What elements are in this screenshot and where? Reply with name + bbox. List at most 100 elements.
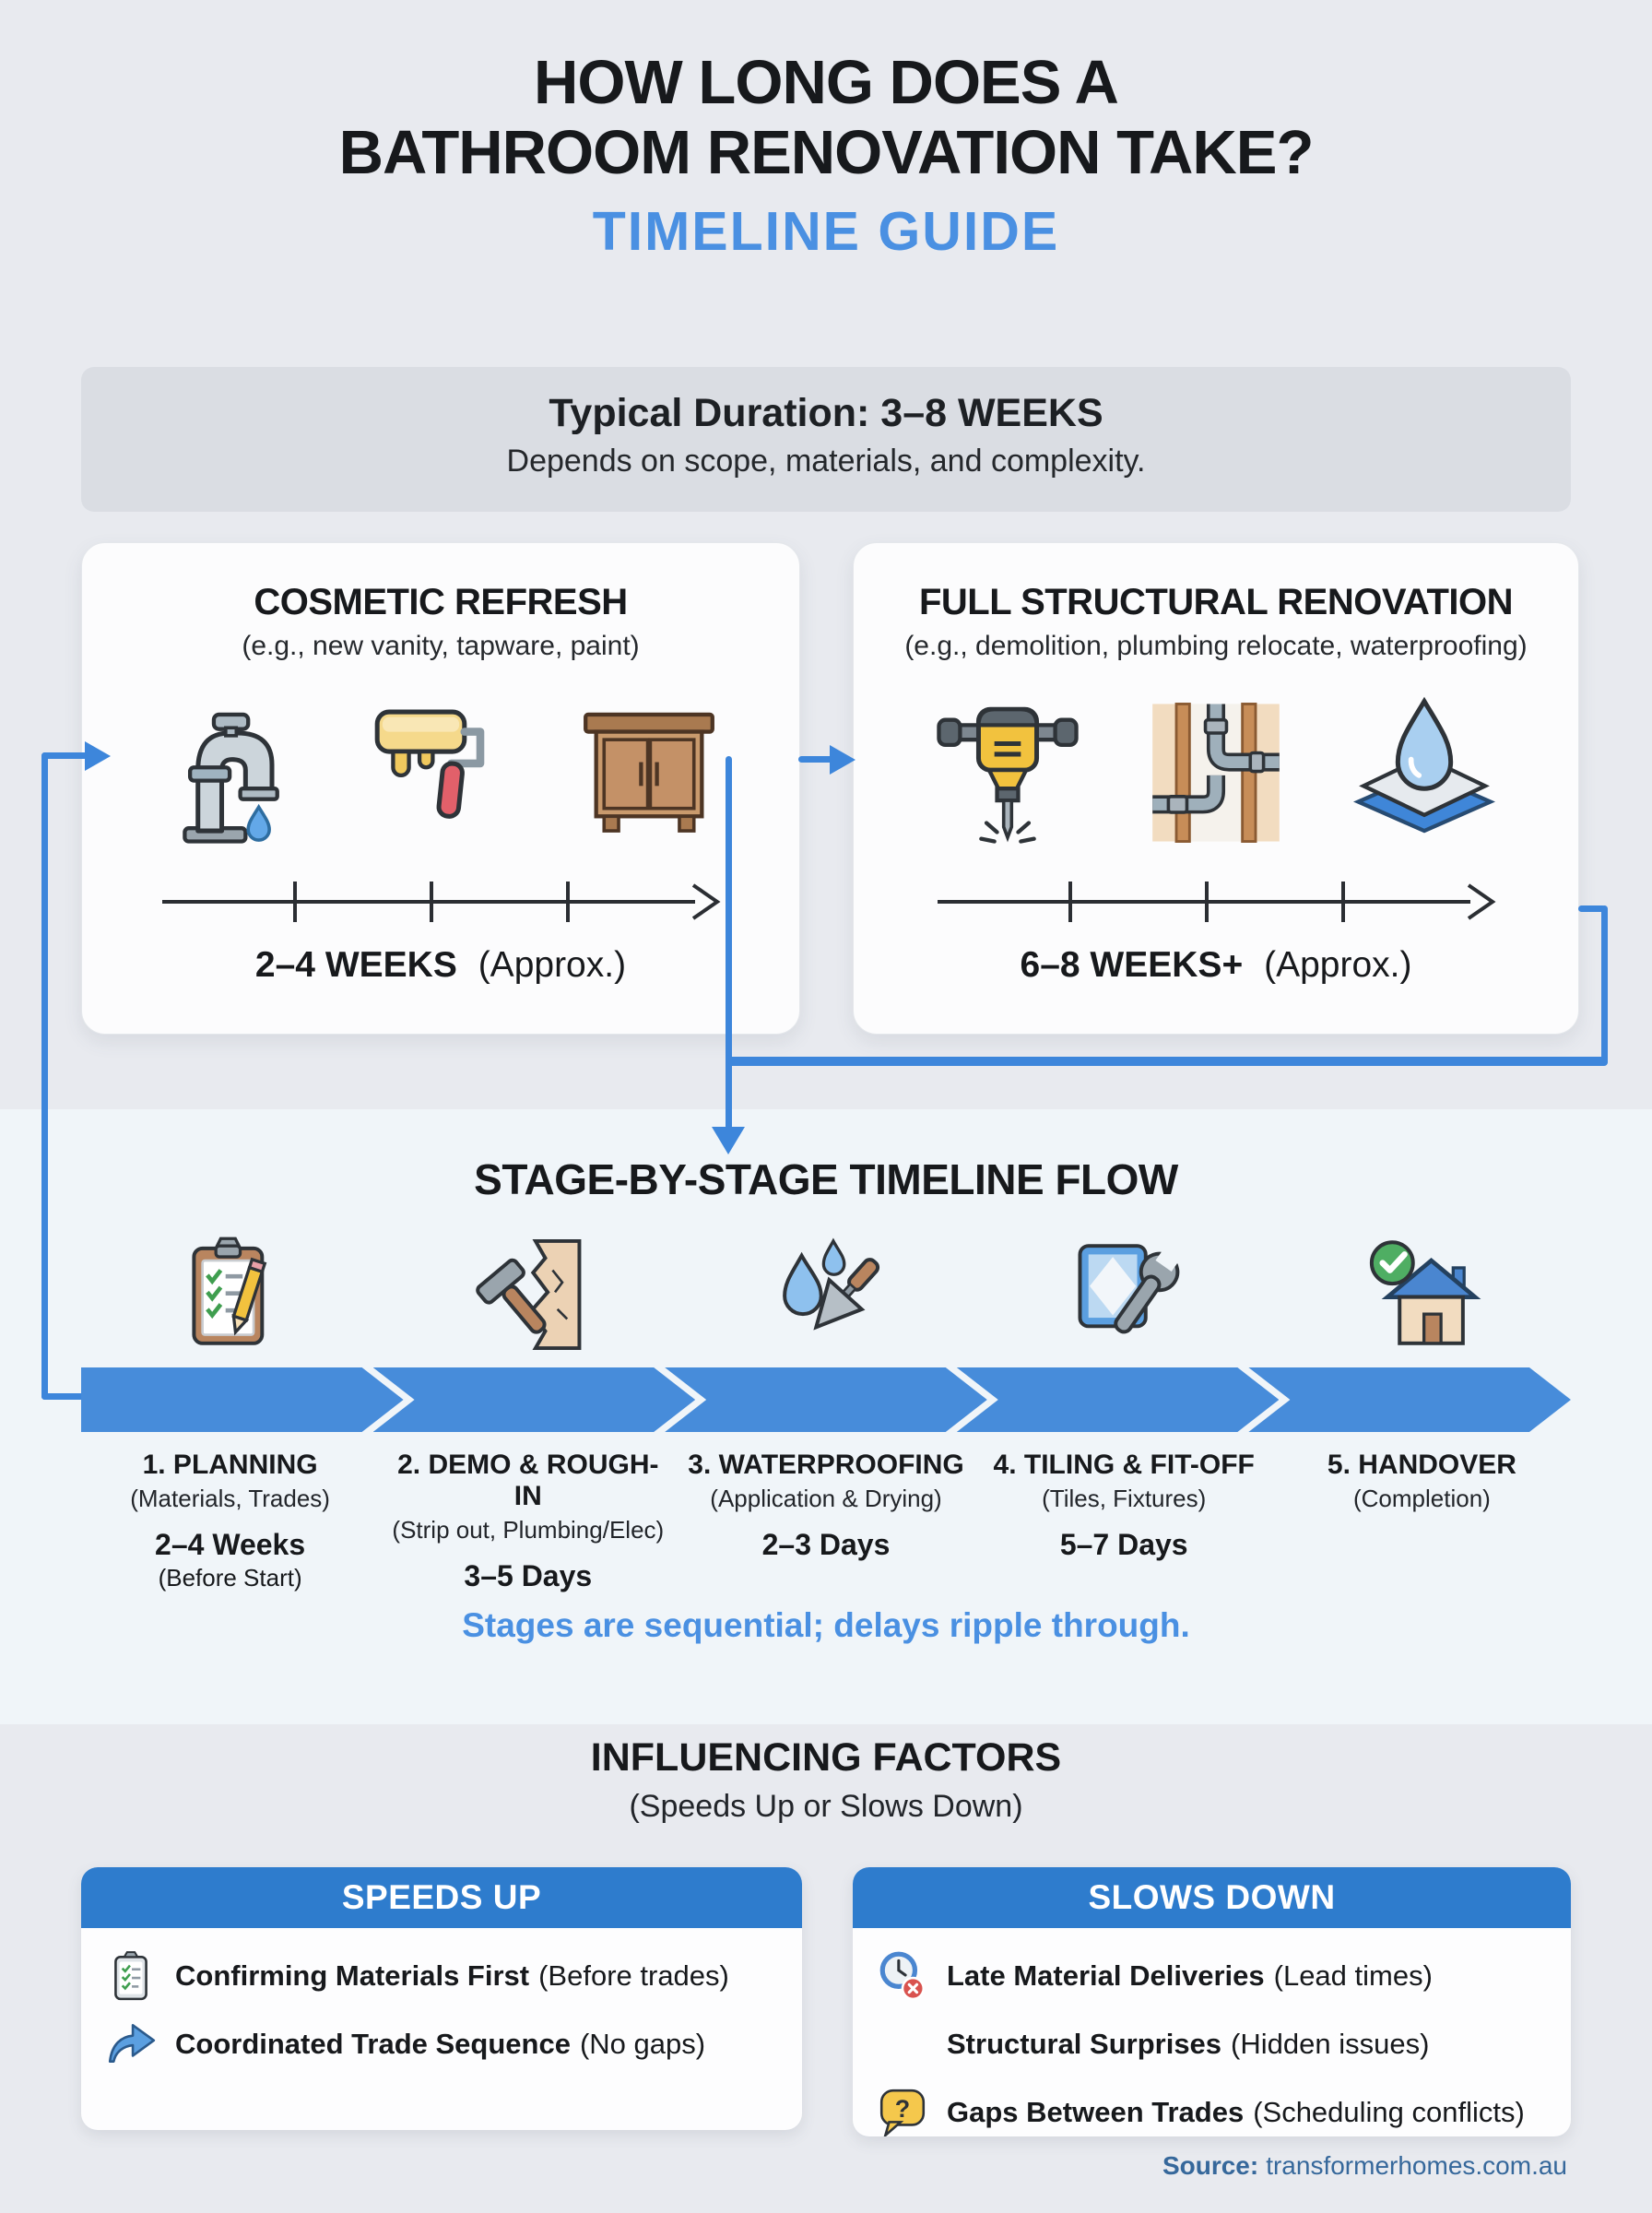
page-title-line1: HOW LONG DOES A <box>534 48 1119 117</box>
factor-item-text: Structural Surprises(Hidden issues) <box>947 2028 1430 2060</box>
stage-label-demo: 2. DEMO & ROUGH-IN (Strip out, Plumbing/… <box>379 1450 677 1593</box>
cosmetic-duration: 2–4 WEEKS (Approx.) <box>82 945 799 986</box>
waterproofing-trowel-icon <box>783 1237 880 1331</box>
cosmetic-duration-note: (Approx.) <box>478 945 627 985</box>
flow-connector-center-vertical <box>726 756 732 1130</box>
stage-detail: (Strip out, Plumbing/Elec) <box>392 1516 665 1544</box>
cosmetic-refresh-card: COSMETIC REFRESH (e.g., new vanity, tapw… <box>81 542 800 1035</box>
factor-item-structural-surprises: Structural Surprises(Hidden issues) <box>875 2015 1549 2074</box>
stage-label-planning: 1. PLANNING (Materials, Trades) 2–4 Week… <box>81 1450 379 1593</box>
flow-connector-right-vertical <box>1601 905 1608 1065</box>
cosmetic-card-title: COSMETIC REFRESH <box>254 582 628 622</box>
header: HOW LONG DOES A BATHROOM RENOVATION TAKE… <box>0 48 1652 263</box>
flow-arrow-into-cosmetic <box>85 741 111 771</box>
jackhammer-icon <box>937 706 1079 844</box>
page-subtitle: TIMELINE GUIDE <box>592 200 1060 262</box>
factor-item-late-deliveries: Late Material Deliveries(Lead times) <box>875 1947 1549 2006</box>
speeds-up-card: SPEEDS UP Confirming Materials First(B <box>81 1867 802 2130</box>
vanity-cabinet-icon <box>584 712 714 833</box>
structural-card-subtitle: (e.g., demolition, plumbing relocate, wa… <box>904 631 1528 661</box>
cosmetic-duration-value: 2–4 WEEKS <box>254 945 457 985</box>
stage-note: (Before Start) <box>158 1564 302 1592</box>
slows-down-items: Late Material Deliveries(Lead times) Str… <box>853 1928 1571 2136</box>
faucet-icon <box>183 712 279 844</box>
flow-arrow-into-structural <box>830 745 856 775</box>
chevron-stage-5 <box>1248 1367 1571 1432</box>
stage-label-handover: 5. HANDOVER (Completion) <box>1273 1450 1571 1593</box>
stage-duration: 2–4 Weeks <box>155 1528 306 1561</box>
flow-arrow-down-to-stages <box>712 1127 745 1154</box>
factor-item-coordinated-trades: Coordinated Trade Sequence(No gaps) <box>103 2015 780 2074</box>
stage-flow-heading: STAGE-BY-STAGE TIMELINE FLOW <box>474 1155 1178 1203</box>
clipboard-checklist-icon <box>192 1237 266 1345</box>
stage-detail: (Tiles, Fixtures) <box>1042 1485 1207 1512</box>
chevron-stage-4 <box>957 1367 1280 1432</box>
spacer <box>875 2017 930 2072</box>
stage-icon-waterproofing <box>677 1225 974 1355</box>
stage-chevron-band <box>81 1367 1571 1432</box>
duration-banner: Typical Duration: 3–8 WEEKS Depends on s… <box>81 367 1571 512</box>
flow-connector-left-vertical <box>41 752 48 1400</box>
flow-connector-wrap-horizontal <box>728 1057 1608 1066</box>
stage-name: 3. WATERPROOFING <box>688 1450 964 1480</box>
chevron-stage-1 <box>81 1367 404 1432</box>
page-title-line2: BATHROOM RENOVATION TAKE? <box>338 118 1315 188</box>
stage-duration: 5–7 Days <box>1059 1528 1188 1561</box>
cosmetic-card-subtitle: (e.g., new vanity, tapware, paint) <box>242 631 640 661</box>
slows-down-card: SLOWS DOWN Late Material Deliveries(Lead… <box>853 1867 1571 2136</box>
structural-timeline-axis <box>854 872 1578 936</box>
stage-icon-demo <box>379 1225 677 1355</box>
speeds-up-items: Confirming Materials First(Before trades… <box>81 1928 802 2083</box>
page-title: HOW LONG DOES A BATHROOM RENOVATION TAKE… <box>0 48 1652 189</box>
structural-duration: 6–8 WEEKS+ (Approx.) <box>854 945 1578 986</box>
structural-duration-note: (Approx.) <box>1264 945 1412 985</box>
source-value: transformerhomes.com.au <box>1266 2151 1567 2180</box>
stage-icon-planning <box>81 1225 379 1355</box>
svg-text:?: ? <box>895 2095 910 2123</box>
factor-item-confirm-materials: Confirming Materials First(Before trades… <box>103 1947 780 2006</box>
speeds-up-header: SPEEDS UP <box>81 1867 802 1928</box>
stage-detail: (Application & Drying) <box>710 1485 942 1512</box>
factors-subheading: (Speeds Up or Slows Down) <box>629 1789 1023 1824</box>
paint-roller-icon <box>374 709 485 819</box>
tile-wrench-icon <box>1078 1244 1184 1334</box>
late-clock-icon <box>875 1948 930 2004</box>
stage-flow-footnote: Stages are sequential; delays ripple thr… <box>462 1606 1190 1644</box>
stage-label-waterproofing: 3. WATERPROOFING (Application & Drying) … <box>677 1450 974 1593</box>
stage-icon-handover <box>1273 1225 1571 1355</box>
stage-detail: (Completion) <box>1353 1485 1491 1512</box>
factor-item-text: Coordinated Trade Sequence(No gaps) <box>175 2028 706 2060</box>
factor-item-text: Late Material Deliveries(Lead times) <box>947 1959 1433 1992</box>
source-credit: Source:transformerhomes.com.au <box>1162 2151 1567 2181</box>
structural-card-title: FULL STRUCTURAL RENOVATION <box>918 582 1514 622</box>
chevron-stage-3 <box>665 1367 987 1432</box>
stage-name: 1. PLANNING <box>142 1450 318 1480</box>
stage-icon-tiling <box>975 1225 1273 1355</box>
flow-connector-card-to-card <box>798 756 833 763</box>
chevron-stage-2 <box>373 1367 696 1432</box>
wall-pipes-icon <box>1152 703 1280 843</box>
banner-subtitle: Depends on scope, materials, and complex… <box>506 444 1146 479</box>
stage-detail: (Materials, Trades) <box>130 1485 330 1512</box>
stage-icons-row <box>81 1225 1571 1355</box>
stage-labels-row: 1. PLANNING (Materials, Trades) 2–4 Week… <box>81 1450 1571 1593</box>
stage-name: 2. DEMO & ROUGH-IN <box>397 1450 659 1511</box>
stage-label-tiling: 4. TILING & FIT-OFF (Tiles, Fixtures) 5–… <box>975 1450 1273 1593</box>
factor-item-text: Gaps Between Trades(Scheduling conflicts… <box>947 2096 1525 2128</box>
stage-duration: 3–5 Days <box>464 1559 593 1592</box>
flow-connector-left-elbow <box>41 1393 86 1400</box>
materials-checklist-icon <box>103 1948 159 2004</box>
question-bubble-icon: ? <box>875 2085 930 2136</box>
factor-item-text: Confirming Materials First(Before trades… <box>175 1959 729 1992</box>
stage-duration: 2–3 Days <box>761 1528 891 1561</box>
factor-item-trade-gaps: ? Gaps Between Trades(Scheduling conflic… <box>875 2083 1549 2136</box>
source-label: Source: <box>1162 2151 1259 2180</box>
house-check-icon <box>1370 1240 1481 1345</box>
factors-heading: INFLUENCING FACTORS <box>590 1735 1062 1780</box>
slows-down-header: SLOWS DOWN <box>853 1867 1571 1928</box>
stage-name: 5. HANDOVER <box>1327 1450 1516 1480</box>
waterproof-layers-icon <box>1352 696 1496 834</box>
structural-renovation-card: FULL STRUCTURAL RENOVATION (e.g., demoli… <box>853 542 1579 1035</box>
flow-connector-structural-exit <box>1578 905 1606 912</box>
